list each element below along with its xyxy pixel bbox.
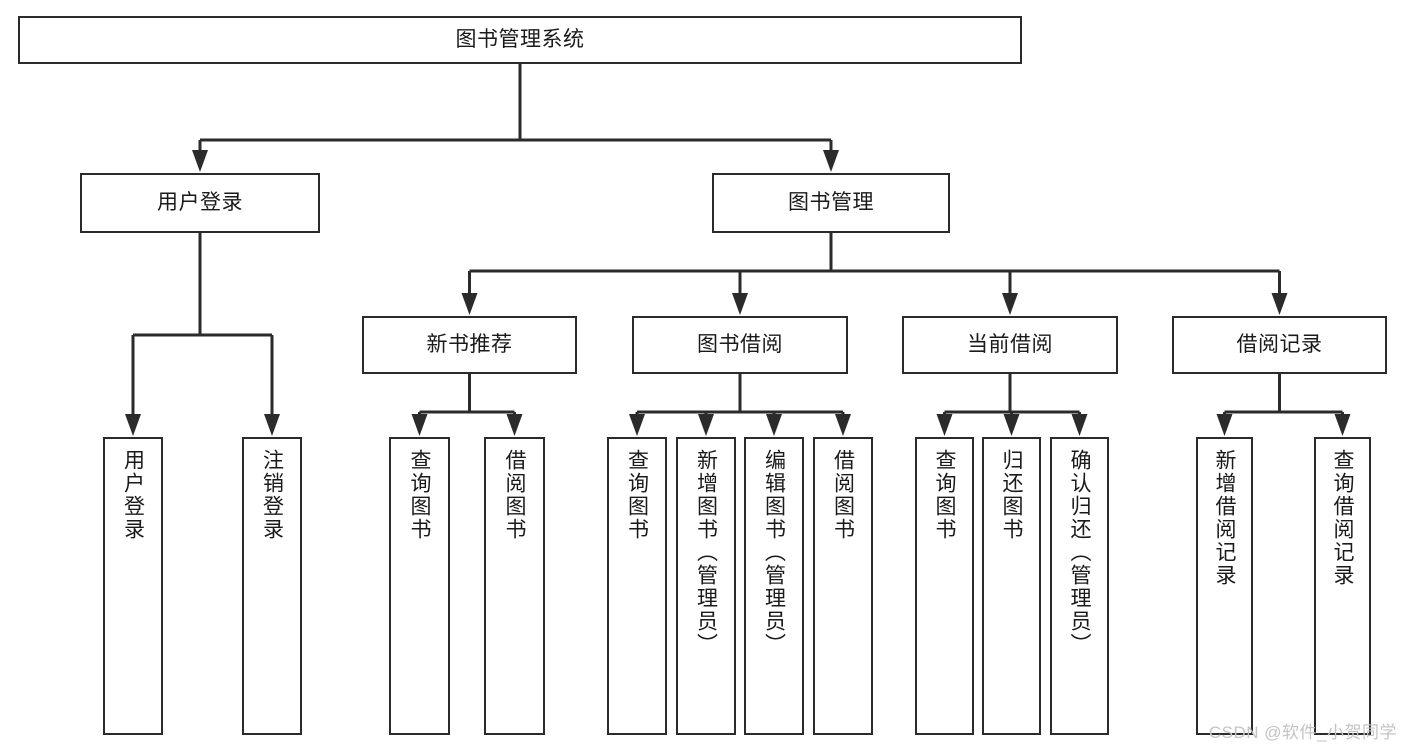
edge-arrowhead — [264, 414, 280, 436]
node-label: 图书管理 — [788, 190, 874, 214]
edge-arrowhead — [506, 414, 523, 436]
node-current-borrow[interactable]: 当前借阅 — [902, 316, 1118, 374]
edge-arrowhead — [1071, 414, 1088, 436]
node-label: 新增借阅记录 — [1213, 449, 1236, 587]
node-book-borrow[interactable]: 图书借阅 — [632, 316, 848, 374]
node-leaf-return-book[interactable]: 归还图书 — [982, 437, 1041, 735]
node-leaf-query-book[interactable]: 查询图书 — [607, 437, 667, 735]
node-label: 查询借阅记录 — [1331, 449, 1354, 587]
edge-arrowhead — [1334, 414, 1351, 436]
node-label: 新书推荐 — [426, 332, 513, 356]
node-label: 新增图书（管理员） — [694, 449, 718, 656]
edge-arrowhead — [1003, 414, 1020, 436]
node-leaf-borrow-book[interactable]: 借阅图书 — [813, 437, 873, 735]
edge-arrowhead — [192, 150, 208, 172]
node-leaf-edit-book[interactable]: 编辑图书（管理员） — [744, 437, 804, 735]
edge-arrowhead — [1271, 293, 1288, 315]
node-label: 确认归还（管理员） — [1068, 449, 1091, 656]
node-label: 用户登录 — [121, 449, 145, 541]
edge-arrowhead — [732, 293, 748, 315]
edge-arrowhead — [1002, 293, 1018, 315]
node-user-login[interactable]: 用户登录 — [80, 173, 320, 233]
node-leaf-query-record[interactable]: 查询借阅记录 — [1314, 437, 1371, 735]
node-borrow-record[interactable]: 借阅记录 — [1172, 316, 1387, 374]
node-root[interactable]: 图书管理系统 — [18, 16, 1022, 64]
node-label: 当前借阅 — [967, 332, 1053, 356]
edge-arrowhead — [823, 150, 839, 172]
node-label: 借阅记录 — [1236, 332, 1323, 356]
node-label: 编辑图书（管理员） — [762, 449, 786, 656]
edge-arrowhead — [936, 414, 953, 436]
edge-arrowhead — [411, 414, 428, 436]
node-leaf-user-login[interactable]: 用户登录 — [103, 437, 163, 735]
node-leaf-user-logout[interactable]: 注销登录 — [242, 437, 302, 735]
node-label: 注销登录 — [260, 449, 284, 541]
edge-arrowhead — [1216, 414, 1233, 436]
node-leaf-add-record[interactable]: 新增借阅记录 — [1196, 437, 1253, 735]
node-new-book-rec[interactable]: 新书推荐 — [362, 316, 577, 374]
node-leaf-query-book-rec[interactable]: 查询图书 — [389, 437, 450, 735]
node-leaf-query-book-cur[interactable]: 查询图书 — [915, 437, 974, 735]
node-leaf-borrow-book-rec[interactable]: 借阅图书 — [484, 437, 545, 735]
edge-arrowhead — [698, 414, 714, 436]
node-label: 归还图书 — [1000, 449, 1023, 541]
node-leaf-confirm-return[interactable]: 确认归还（管理员） — [1050, 437, 1109, 735]
edge-arrowhead — [766, 414, 782, 436]
edge-arrowhead — [835, 414, 851, 436]
node-label: 查询图书 — [408, 449, 431, 541]
edge-arrowhead — [629, 414, 645, 436]
node-label: 借阅图书 — [503, 449, 526, 541]
node-label: 图书管理系统 — [455, 27, 585, 51]
node-label: 查询图书 — [933, 449, 956, 541]
node-book-manage[interactable]: 图书管理 — [712, 173, 950, 233]
node-label: 图书借阅 — [697, 332, 783, 356]
node-label: 用户登录 — [157, 190, 243, 214]
node-label: 借阅图书 — [831, 449, 855, 541]
watermark-text: CSDN @软件_小贺同学 — [1208, 723, 1397, 742]
node-leaf-add-book[interactable]: 新增图书（管理员） — [676, 437, 736, 735]
node-label: 查询图书 — [625, 449, 649, 541]
edge-arrowhead — [461, 293, 478, 315]
edge-arrowhead — [125, 414, 141, 436]
